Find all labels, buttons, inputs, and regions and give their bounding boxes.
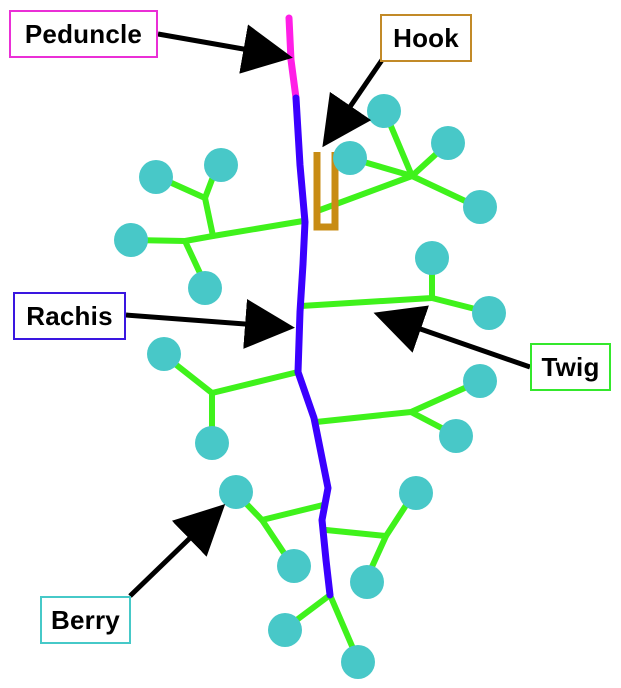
label-twig: Twig: [530, 343, 611, 391]
twig-lower-right: [313, 379, 481, 425]
berry: [195, 426, 229, 460]
twig-middle-right: [298, 257, 435, 309]
arrow-rachis: [125, 299, 295, 349]
berry: [341, 645, 375, 679]
berries: [114, 94, 506, 679]
berry: [367, 94, 401, 128]
berry: [463, 190, 497, 224]
berry: [114, 223, 148, 257]
label-peduncle: Peduncle: [9, 10, 158, 58]
hook-shape: [313, 152, 339, 231]
berry: [415, 241, 449, 275]
twigs: [129, 109, 490, 663]
label-hook: Hook: [380, 14, 472, 62]
berry: [219, 475, 253, 509]
berry: [399, 476, 433, 510]
berry: [463, 364, 497, 398]
arrow-twig: [373, 305, 531, 370]
berry: [188, 271, 222, 305]
berry: [350, 565, 384, 599]
rachis-stem: [292, 94, 334, 599]
label-berry: Berry: [40, 596, 131, 644]
twig-upper-left: [129, 218, 306, 244]
label-rachis: Rachis: [13, 292, 126, 340]
berry: [439, 419, 473, 453]
arrow-hook: [322, 58, 385, 148]
pointer-arrows: [125, 24, 531, 598]
peduncle-stem: [285, 14, 300, 102]
berry: [333, 141, 367, 175]
berry: [147, 337, 181, 371]
berry: [139, 160, 173, 194]
twig-middle-left: [162, 353, 301, 396]
arrow-berry: [128, 504, 226, 598]
berry: [268, 613, 302, 647]
berry: [472, 296, 506, 330]
arrow-peduncle: [157, 24, 293, 74]
berry: [431, 126, 465, 160]
berry: [204, 148, 238, 182]
berry: [277, 549, 311, 583]
